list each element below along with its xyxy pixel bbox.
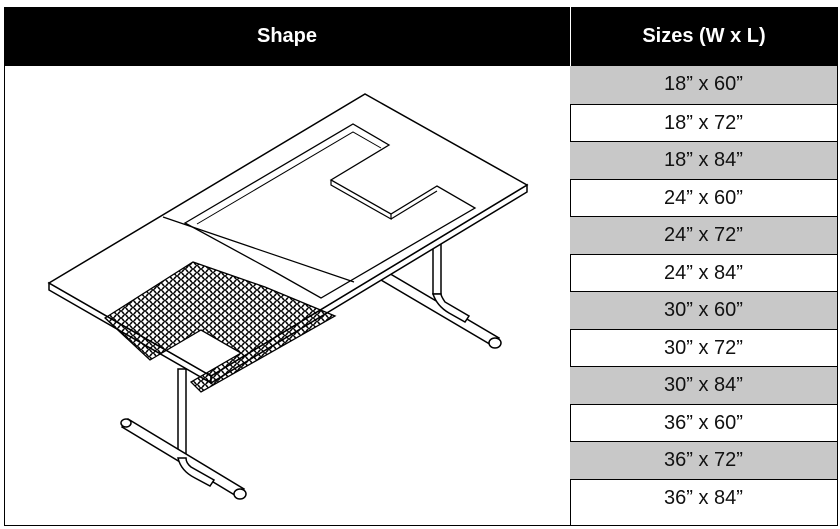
size-row: 36” x 60” <box>570 403 837 442</box>
size-row: 24” x 84” <box>570 253 837 292</box>
shape-cell <box>4 66 571 526</box>
sizes-column-header: Sizes (W x L) <box>642 25 766 47</box>
size-row: 18” x 60” <box>570 66 837 104</box>
size-row: 36” x 72” <box>570 441 837 479</box>
size-row: 36” x 84” <box>570 478 837 517</box>
size-table: Shape Sizes (W x L) <box>4 7 838 526</box>
size-row: 18” x 72” <box>570 103 837 142</box>
table-top <box>47 93 529 393</box>
size-row: 24” x 60” <box>570 178 837 217</box>
table-legs <box>120 240 502 500</box>
size-row: 18” x 84” <box>570 141 837 179</box>
table-illustration <box>47 93 529 500</box>
size-row: 24” x 72” <box>570 216 837 254</box>
size-row: 30” x 72” <box>570 328 837 367</box>
size-row: 30” x 60” <box>570 291 837 329</box>
sizes-column: 18” x 60” 18” x 72” 18” x 84” 24” x 60” … <box>570 66 838 526</box>
table-header: Shape Sizes (W x L) <box>4 7 838 66</box>
shape-column-header: Shape <box>256 25 318 47</box>
header-divider <box>570 7 571 66</box>
size-row: 30” x 84” <box>570 366 837 404</box>
